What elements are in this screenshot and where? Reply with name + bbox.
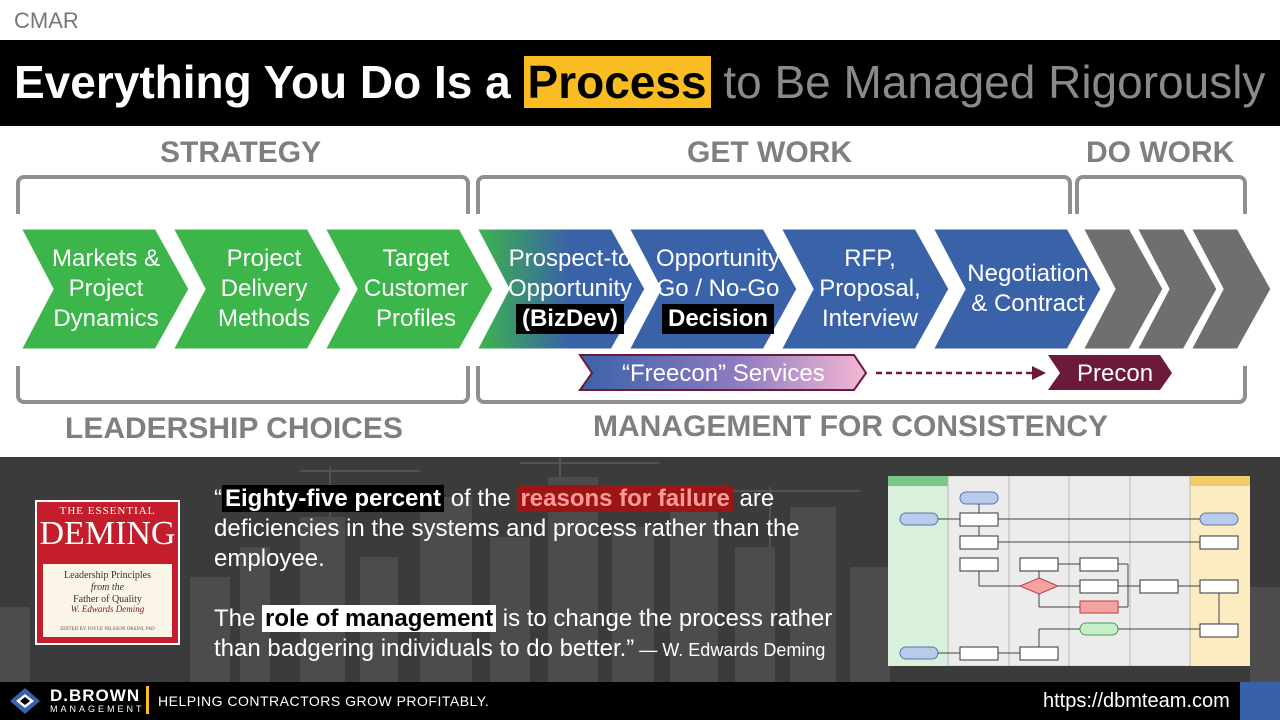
corner-accent xyxy=(1240,682,1280,720)
deming-book-cover: THE ESSENTIAL DEMING Leadership Principl… xyxy=(35,500,180,645)
page-title: Everything You Do Is a Process to Be Man… xyxy=(14,55,1265,109)
logo-subtitle: MANAGEMENT xyxy=(50,704,145,714)
footer-url[interactable]: https://dbmteam.com xyxy=(1043,690,1230,712)
chevron-delivery xyxy=(170,228,344,350)
bracket-do-work xyxy=(1075,175,1247,214)
deming-quote: “Eighty-five percent of the reasons for … xyxy=(214,485,833,662)
chevron-negotiation xyxy=(930,228,1104,350)
section-management-consistency: MANAGEMENT FOR CONSISTENCY xyxy=(593,410,1109,443)
footer-bar xyxy=(0,682,1280,720)
step-negotiation: Negotiation& Contract xyxy=(967,260,1089,317)
chevron-markets xyxy=(18,228,192,350)
quote-highlight-1: Eighty-five percent xyxy=(222,485,445,512)
book-title: DEMING xyxy=(39,515,176,552)
section-strategy: STRATEGY xyxy=(160,136,322,169)
title-part-2: to Be Managed Rigorously xyxy=(710,56,1266,108)
decision-pill: Decision xyxy=(661,304,775,334)
freecon-arrow xyxy=(578,354,868,391)
swimlane-diagram xyxy=(888,476,1250,666)
quote-highlight-3: role of management xyxy=(262,605,497,632)
bracket-get-work xyxy=(476,175,1072,214)
tag-label: CMAR xyxy=(14,8,79,33)
precon-label: Precon xyxy=(1077,360,1154,387)
chevron-do-3 xyxy=(1188,228,1274,350)
section-leadership-choices: LEADERSHIP CHOICES xyxy=(65,412,403,445)
title-part-1: Everything You Do Is a xyxy=(14,56,524,108)
services-row xyxy=(578,354,1172,391)
chevron-do-1 xyxy=(1080,228,1166,350)
bracket-leadership xyxy=(16,366,470,404)
logo-divider xyxy=(146,686,149,714)
chevron-do-2 xyxy=(1134,228,1220,350)
bracket-management xyxy=(476,366,1247,404)
precon-arrow xyxy=(1048,355,1172,390)
chevron-rfp xyxy=(778,228,952,350)
section-do-work: DO WORK xyxy=(1086,136,1235,169)
bracket-strategy xyxy=(16,175,470,214)
title-highlight: Process xyxy=(523,56,711,108)
logo-name: D.BROWN xyxy=(50,686,141,705)
book-line-1: THE ESSENTIAL xyxy=(59,505,156,517)
step-rfp: RFP,Proposal,Interview xyxy=(819,245,921,332)
quote-highlight-2: reasons for failure xyxy=(517,485,733,512)
quote-attribution: — W. Edwards Deming xyxy=(634,640,826,660)
bizdev-pill: (BizDev) xyxy=(515,304,624,334)
section-get-work: GET WORK xyxy=(687,136,852,169)
chevron-target xyxy=(322,228,496,350)
footer-tagline: HELPING CONTRACTORS GROW PROFITABLY. xyxy=(158,693,490,709)
dashed-arrowhead xyxy=(1032,366,1046,380)
book-editor: EDITED BY JOYCE NILSSON ORSINI, PhD xyxy=(60,627,155,632)
book-signature: W. Edwards Deming xyxy=(70,604,145,614)
dbrown-logo-icon xyxy=(10,688,40,714)
freecon-label: “Freecon” Services xyxy=(622,360,825,387)
